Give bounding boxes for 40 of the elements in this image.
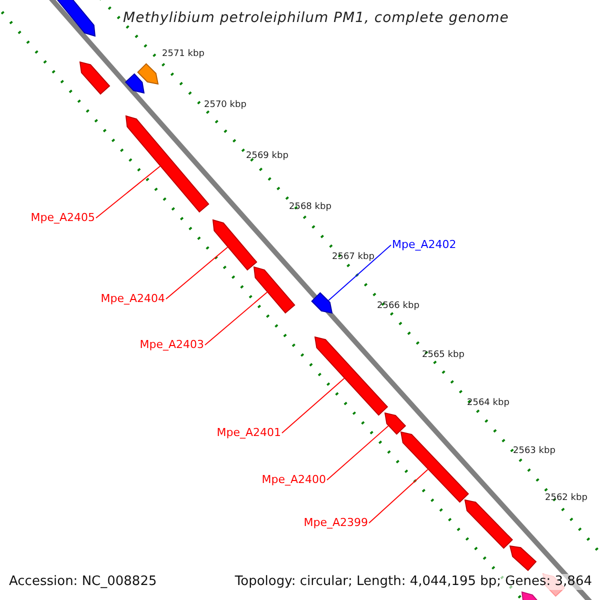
gene-feature: [464, 499, 513, 549]
tick-label: 2569 kbp: [246, 150, 288, 163]
gene-feature: [400, 431, 469, 503]
leader-line: [204, 292, 268, 346]
gene-label: Mpe_A2403: [140, 337, 204, 353]
gene-feature: [509, 545, 537, 572]
gene-feature: [125, 115, 210, 213]
leader-line: [96, 166, 161, 218]
tick-label: 2567 kbp: [332, 251, 374, 264]
accession-text: Accession: NC_008825: [9, 574, 157, 590]
tick-label: 2564 kbp: [467, 397, 510, 410]
gene-label: Mpe_A2402: [392, 237, 456, 253]
tick-label: 2565 kbp: [422, 349, 464, 362]
leader-line: [282, 378, 345, 434]
leader-line: [326, 425, 389, 480]
leader-line: [166, 246, 228, 300]
gene-feature: [56, 0, 96, 37]
gene-label: Mpe_A2399: [304, 515, 368, 531]
gene-feature: [311, 292, 333, 314]
gene-feature: [314, 336, 388, 416]
genome-info-text: Topology: circular; Length: 4,044,195 bp; Genes: 3,864: [234, 574, 592, 590]
tick-label: 2570 kbp: [204, 99, 246, 112]
gene-label: Mpe_A2405: [30, 210, 95, 226]
gene-feature: [124, 73, 145, 94]
gene-feature: [79, 61, 110, 95]
tick-label: 2563 kbp: [513, 445, 556, 458]
tick-label: 2568 kbp: [289, 201, 332, 214]
tick-label: 2566 kbp: [377, 300, 420, 313]
leader-line: [368, 469, 428, 524]
gene-feature: [253, 266, 296, 314]
gene-feature: [384, 412, 406, 435]
gene-label: Mpe_A2404: [100, 291, 165, 307]
tick-label: 2571 kbp: [162, 48, 204, 61]
gene-feature: [137, 63, 159, 85]
gene-feature: [212, 219, 258, 271]
gene-label: Mpe_A2400: [262, 472, 326, 488]
gene-label: Mpe_A2401: [216, 425, 281, 441]
leader-line: [328, 244, 392, 301]
title: Methylibium petroleiphilum PM1, complete genome: [123, 10, 509, 26]
tick-label: 2562 kbp: [545, 492, 588, 505]
